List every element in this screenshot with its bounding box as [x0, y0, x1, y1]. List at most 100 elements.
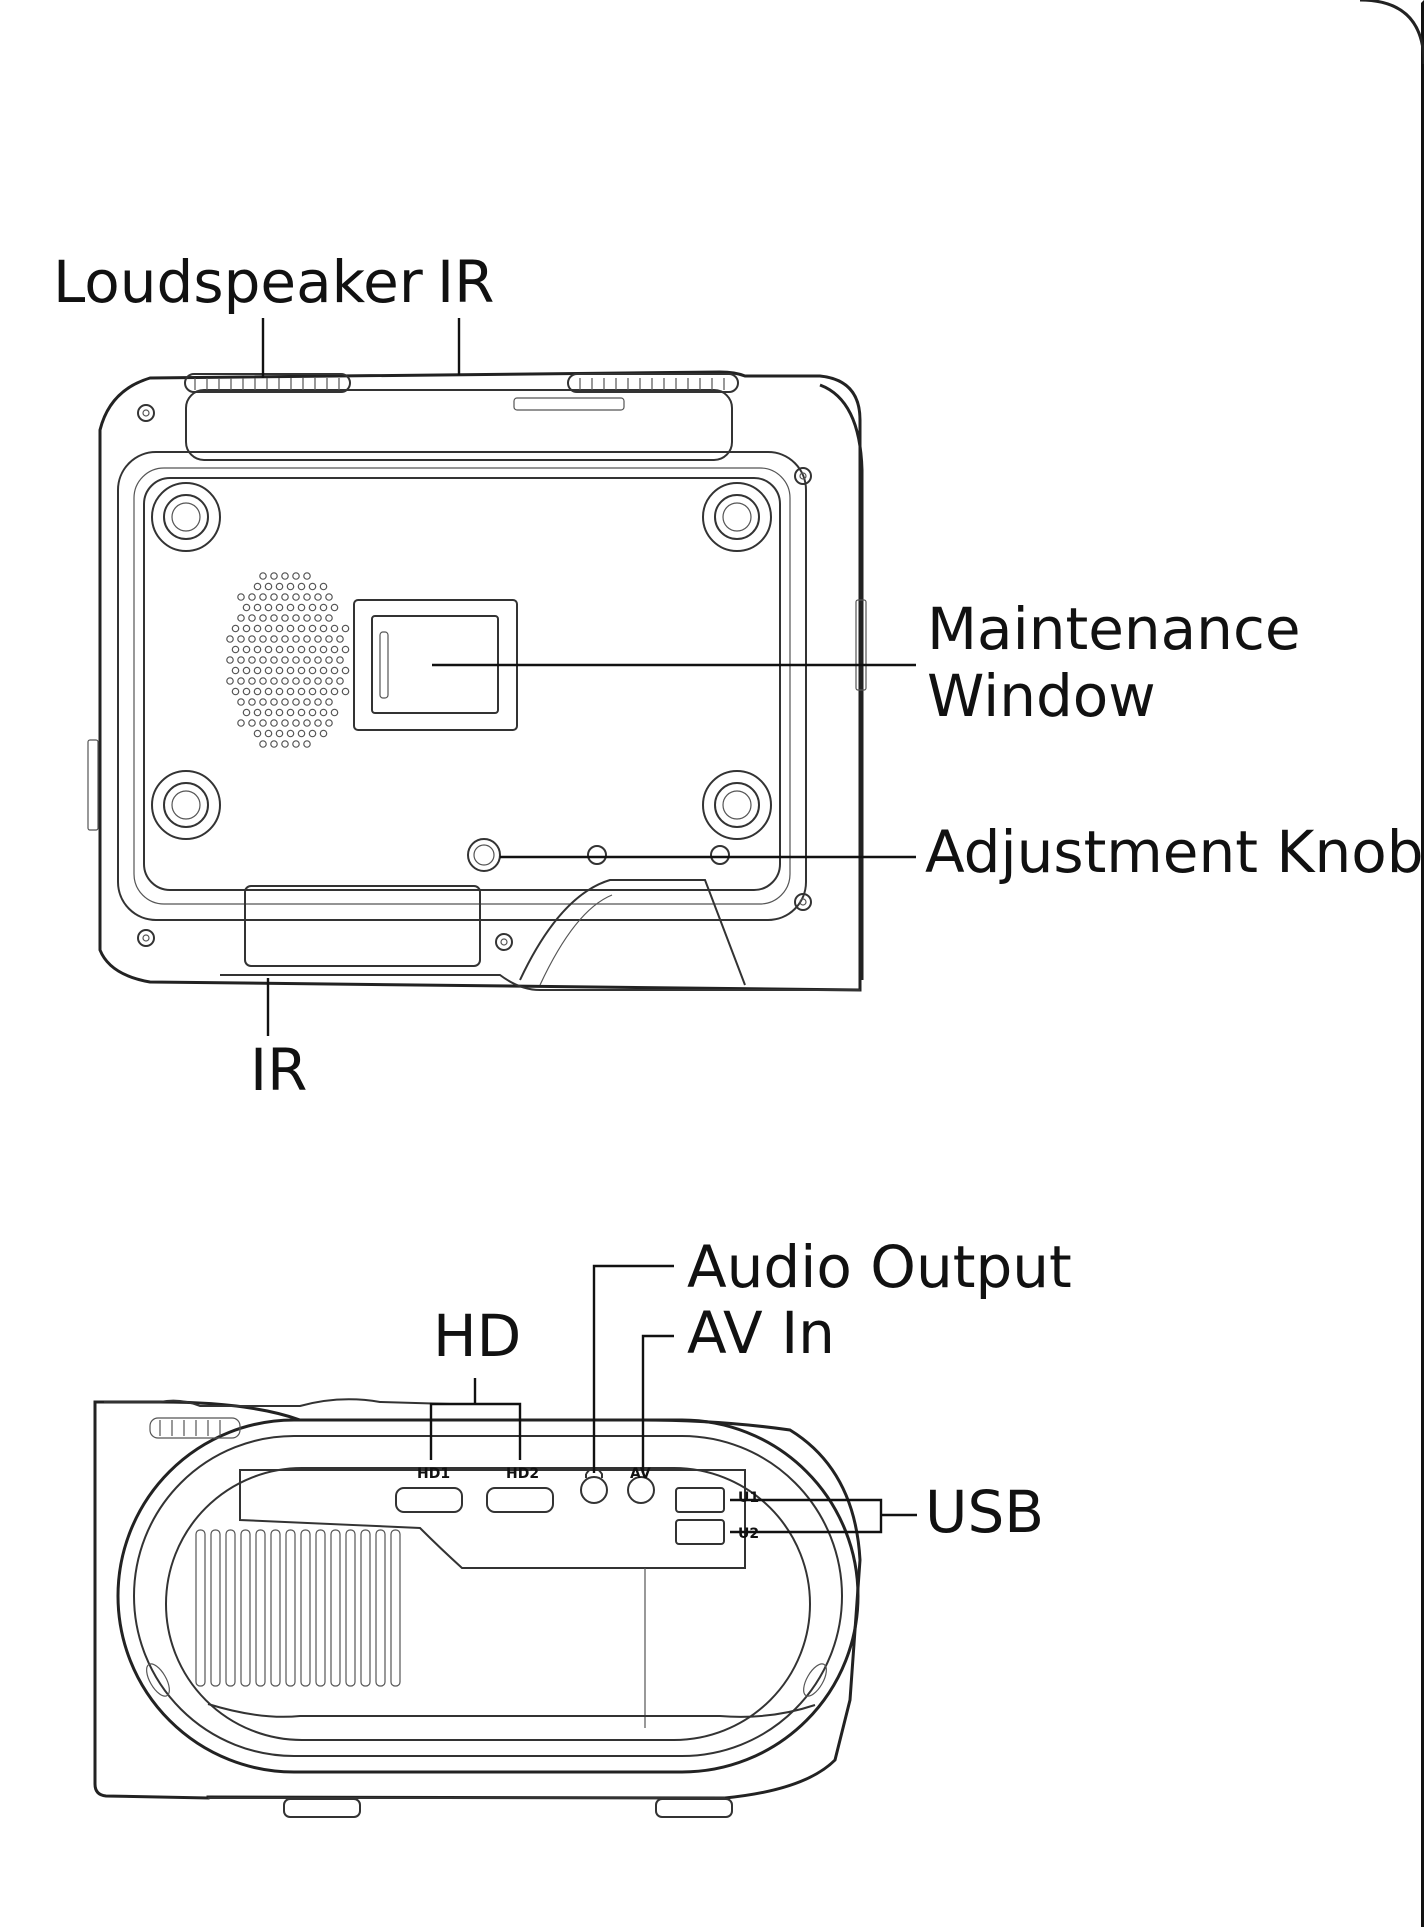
speaker-hole: [260, 594, 266, 600]
speaker-hole: [331, 625, 337, 631]
speaker-hole: [326, 615, 332, 621]
vent-slot: [316, 1530, 325, 1686]
av-in-leader: [643, 1336, 674, 1473]
av-port-label: AV: [630, 1466, 651, 1482]
speaker-hole: [331, 709, 337, 715]
usb2-port[interactable]: [676, 1520, 724, 1544]
speaker-hole: [337, 636, 343, 642]
ir-top-label: IR: [437, 248, 494, 316]
audio-output-leader: [594, 1266, 674, 1473]
speaker-hole: [243, 709, 249, 715]
speaker-hole: [282, 720, 288, 726]
speaker-hole: [265, 646, 271, 652]
hd2-port-label: HD2: [506, 1466, 539, 1482]
hd1-port-label: HD1: [417, 1466, 450, 1482]
ir-bottom-label: IR: [250, 1036, 307, 1104]
speaker-hole: [271, 741, 277, 747]
vent-slot: [301, 1530, 310, 1686]
speaker-hole: [254, 688, 260, 694]
audio-output-port[interactable]: [581, 1477, 607, 1503]
speaker-hole: [276, 583, 282, 589]
speaker-hole: [254, 583, 260, 589]
speaker-hole: [315, 594, 321, 600]
speaker-hole: [276, 646, 282, 652]
speaker-hole: [342, 625, 348, 631]
hd1-port[interactable]: [396, 1488, 462, 1512]
speaker-hole: [309, 646, 315, 652]
speaker-hole: [342, 667, 348, 673]
maintenance-label-line2: Window: [927, 662, 1156, 730]
usb1-port[interactable]: [676, 1488, 724, 1512]
speaker-hole: [298, 730, 304, 736]
speaker-hole: [326, 720, 332, 726]
speaker-hole: [282, 615, 288, 621]
speaker-hole: [337, 678, 343, 684]
knob-hole-right: [711, 846, 729, 864]
foot-bottom-left: [152, 771, 220, 839]
speaker-hole: [320, 625, 326, 631]
speaker-hole: [260, 741, 266, 747]
speaker-hole: [293, 573, 299, 579]
speaker-hole: [304, 657, 310, 663]
speaker-hole: [260, 678, 266, 684]
speaker-hole: [271, 615, 277, 621]
speaker-hole: [304, 594, 310, 600]
speaker-hole: [260, 720, 266, 726]
speaker-hole: [315, 720, 321, 726]
speaker-hole: [276, 625, 282, 631]
speaker-hole: [298, 604, 304, 610]
vent-slot: [361, 1530, 370, 1686]
speaker-hole: [271, 699, 277, 705]
speaker-hole: [265, 730, 271, 736]
speaker-hole: [238, 678, 244, 684]
speaker-hole: [227, 678, 233, 684]
speaker-hole: [287, 604, 293, 610]
speaker-hole: [282, 699, 288, 705]
speaker-hole-grid: [227, 573, 349, 747]
u2-port-label: U2: [738, 1526, 759, 1542]
projector-rear-view: [95, 1399, 860, 1817]
hd-bracket: [431, 1404, 520, 1460]
speaker-hole: [287, 583, 293, 589]
rear-foot-right: [656, 1799, 732, 1817]
speaker-hole: [298, 667, 304, 673]
speaker-hole: [342, 646, 348, 652]
speaker-hole: [315, 657, 321, 663]
rear-top-grill-slats: [160, 1420, 220, 1436]
top-handle-slot: [514, 398, 624, 410]
speaker-hole: [238, 615, 244, 621]
speaker-hole: [249, 678, 255, 684]
maintenance-label-line1: Maintenance: [927, 595, 1301, 663]
speaker-hole: [238, 657, 244, 663]
speaker-hole: [254, 709, 260, 715]
speaker-hole: [293, 615, 299, 621]
speaker-hole: [337, 657, 343, 663]
speaker-hole: [276, 604, 282, 610]
rear-bottom-lip: [208, 1704, 815, 1717]
speaker-hole: [276, 730, 282, 736]
speaker-hole: [276, 709, 282, 715]
speaker-hole: [293, 720, 299, 726]
speaker-hole: [293, 741, 299, 747]
speaker-hole: [287, 625, 293, 631]
speaker-hole: [304, 741, 310, 747]
rear-foot-left: [284, 1799, 360, 1817]
speaker-hole: [309, 688, 315, 694]
speaker-hole: [265, 583, 271, 589]
foot-top-left: [152, 483, 220, 551]
speaker-hole: [243, 625, 249, 631]
hd-label: HD: [433, 1302, 521, 1370]
speaker-hole: [232, 667, 238, 673]
speaker-hole: [287, 709, 293, 715]
speaker-hole: [265, 688, 271, 694]
vent-slot: [196, 1530, 205, 1686]
adjustment-knob: [468, 839, 500, 871]
page-corner: [1360, 0, 1424, 64]
hd2-port[interactable]: [487, 1488, 553, 1512]
speaker-hole: [271, 678, 277, 684]
vent-slot: [211, 1530, 220, 1686]
speaker-hole: [320, 730, 326, 736]
speaker-hole: [260, 699, 266, 705]
top-inner-frame-2: [134, 468, 790, 904]
